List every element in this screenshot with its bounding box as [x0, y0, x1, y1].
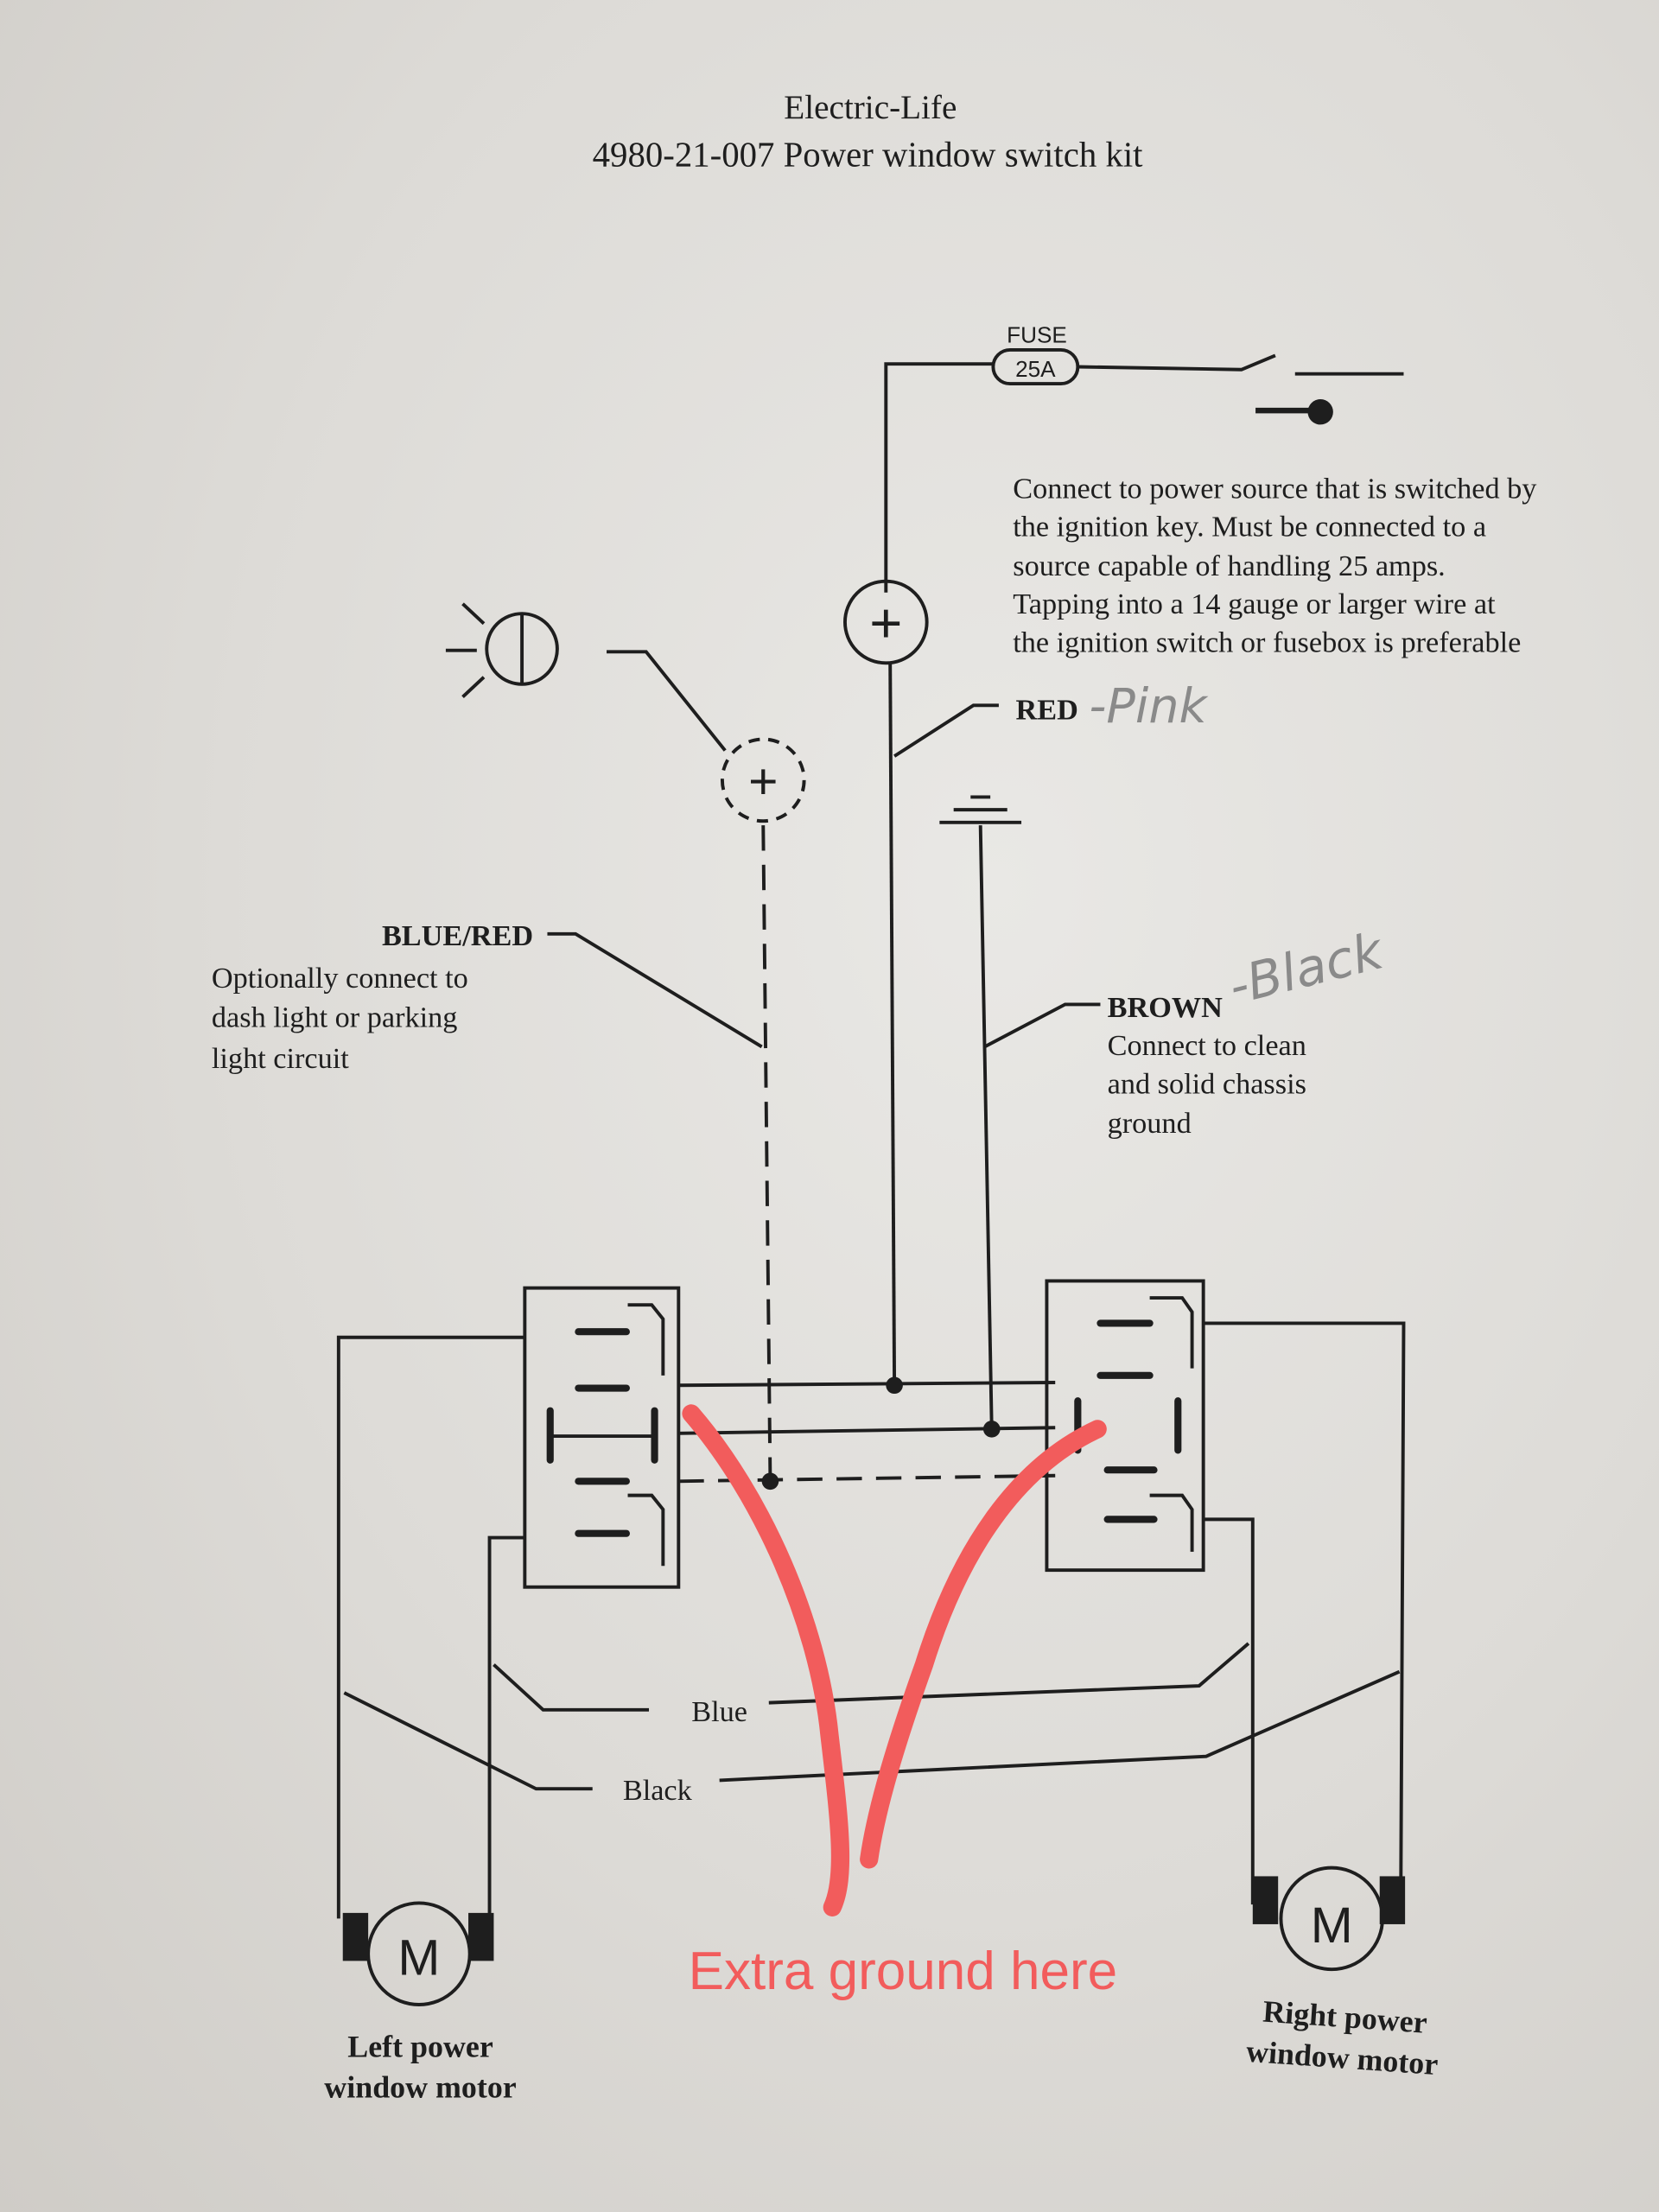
svg-text:source capable of handling 25: source capable of handling 25 amps. — [1013, 550, 1445, 582]
svg-text:Left power: Left power — [347, 2029, 493, 2063]
right-motor-icon: M — [1252, 1866, 1406, 1972]
left-window-switch — [523, 1286, 681, 1589]
power-terminal-icon: + — [842, 579, 929, 665]
svg-text:Right power: Right power — [1262, 1994, 1428, 2040]
svg-text:M: M — [1311, 1897, 1353, 1954]
brand-title: Electric-Life — [784, 89, 957, 126]
svg-text:M: M — [397, 1930, 440, 1986]
svg-text:the ignition key. Must be con: the ignition key. Must be connected to a — [1013, 510, 1486, 543]
fuse-symbol: FUSE 25A — [884, 322, 1404, 593]
red-wire-label: RED — [1016, 694, 1078, 727]
red-annotation-marks — [682, 1404, 1107, 1916]
page-title: 4980-21-007 Power window switch kit — [593, 136, 1143, 175]
left-motor-label: Left power window motor — [324, 2029, 516, 2104]
svg-text:+: + — [869, 591, 902, 654]
lamp-icon — [445, 602, 559, 698]
motor-wiring — [336, 1321, 1406, 1919]
brown-wire-label: BROWN — [1108, 991, 1224, 1024]
svg-text:Connect to clean: Connect to clean — [1108, 1029, 1306, 1062]
blue-red-note: Optionally connect to dash light or park… — [212, 962, 468, 1075]
brown-note: Connect to clean and solid chassis groun… — [1108, 1029, 1306, 1140]
extra-ground-annotation: Extra ground here — [689, 1942, 1118, 2001]
blue-red-wire-label: BLUE/RED — [382, 919, 533, 952]
svg-text:window motor: window motor — [1245, 2034, 1440, 2082]
svg-text:+: + — [748, 753, 778, 810]
ground-icon — [939, 795, 1022, 824]
left-motor-icon: M — [342, 1901, 494, 2006]
svg-text:and solid chassis: and solid chassis — [1108, 1067, 1306, 1100]
blue-wire-label: Blue — [691, 1695, 747, 1728]
right-window-switch — [1045, 1279, 1205, 1573]
black-wire-label: Black — [623, 1774, 693, 1807]
fuse-label: FUSE — [1007, 322, 1067, 348]
power-source-note: Connect to power source that is switched… — [1013, 472, 1536, 658]
svg-text:the ignition switch or fusebox: the ignition switch or fusebox is prefer… — [1013, 626, 1521, 658]
fuse-rating: 25A — [1015, 356, 1056, 382]
svg-text:dash light or parking: dash light or parking — [212, 1001, 458, 1034]
ignition-key-icon — [1255, 399, 1333, 425]
handwritten-black: -Black — [1223, 920, 1389, 1016]
right-motor-label: Right power window motor — [1245, 1994, 1440, 2082]
svg-text:Optionally connect to: Optionally connect to — [212, 962, 468, 995]
optional-light-terminal-icon: + — [720, 737, 806, 823]
svg-text:window motor: window motor — [324, 2070, 516, 2105]
svg-text:light circuit: light circuit — [212, 1042, 349, 1075]
svg-text:Connect to power source that i: Connect to power source that is switched… — [1013, 472, 1536, 505]
handwritten-pink: -Pink — [1089, 678, 1208, 734]
svg-text:Tapping into a 14 gauge or lar: Tapping into a 14 gauge or larger wire a… — [1013, 588, 1496, 620]
svg-text:ground: ground — [1108, 1107, 1192, 1140]
